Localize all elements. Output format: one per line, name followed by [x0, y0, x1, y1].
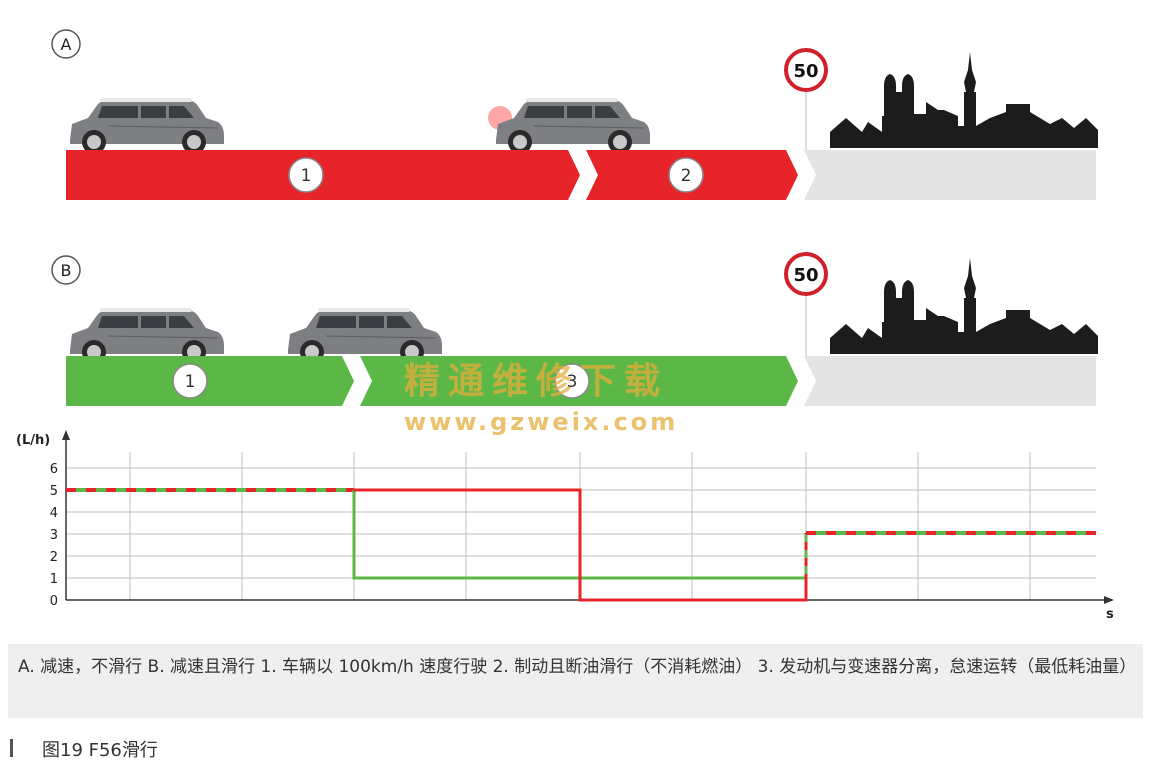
watermark-line-2: www.gzweix.com [404, 408, 679, 436]
y-axis-unit: (L/h) [16, 433, 50, 448]
series-a-line [354, 488, 808, 602]
marker-badge [668, 157, 704, 193]
city-skyline-icon [830, 52, 1098, 148]
marker-badge [554, 363, 590, 399]
marker-badge [288, 157, 324, 193]
car-icon [69, 307, 225, 365]
x-axis-arrow-icon [1104, 596, 1114, 604]
caption-box [8, 644, 1143, 718]
marker-label: 1 [185, 372, 196, 392]
car-icon [495, 97, 651, 155]
speed-limit-sign-icon [784, 48, 828, 92]
marker-label: 3 [567, 372, 578, 392]
x-axis-unit: s [1106, 607, 1114, 622]
car-icon [69, 97, 225, 155]
y-tick: 4 [50, 506, 58, 521]
y-tick: 0 [50, 594, 58, 609]
figure-label: 图19 F56滑行 [42, 740, 158, 761]
panel-b: B 1 3 50 [51, 252, 1098, 406]
panel-a-label: A [61, 35, 72, 54]
caption: A. 减速，不滑行 B. 减速且滑行 1. 车辆以 100km/h 速度行驶 2… [18, 657, 1137, 677]
watermark: 精通维修下载 www.gzweix.com [404, 352, 804, 436]
speed-limit-sign-icon [784, 252, 828, 296]
y-tick: 2 [50, 550, 58, 565]
marker-label: 2 [681, 166, 692, 186]
y-tick: 6 [50, 462, 58, 477]
y-tick: 1 [50, 572, 58, 587]
watermark-line-1: 精通维修下载 [404, 360, 669, 402]
panel-a: A 1 2 50 [51, 29, 1098, 200]
y-axis-arrow-icon [62, 430, 70, 440]
panel-a-badge [51, 29, 81, 59]
marker-badge [172, 363, 208, 399]
y-tick: 3 [50, 528, 58, 543]
speed-limit-value: 50 [793, 61, 818, 82]
speed-limit-value: 50 [793, 265, 818, 286]
road-grey [804, 150, 1096, 200]
fuel-chart: (L/h) s 0 1 2 3 4 5 6 [16, 430, 1114, 622]
panel-b-label: B [61, 261, 72, 280]
y-tick-labels: 0 1 2 3 4 5 6 [50, 462, 58, 609]
y-tick: 5 [50, 484, 58, 499]
figure-marker [10, 739, 13, 757]
marker-label: 1 [301, 166, 312, 186]
road-grey [804, 356, 1096, 406]
city-skyline-icon [830, 258, 1098, 354]
panel-b-badge [51, 255, 81, 285]
green-bar-segment-1 [66, 356, 354, 406]
